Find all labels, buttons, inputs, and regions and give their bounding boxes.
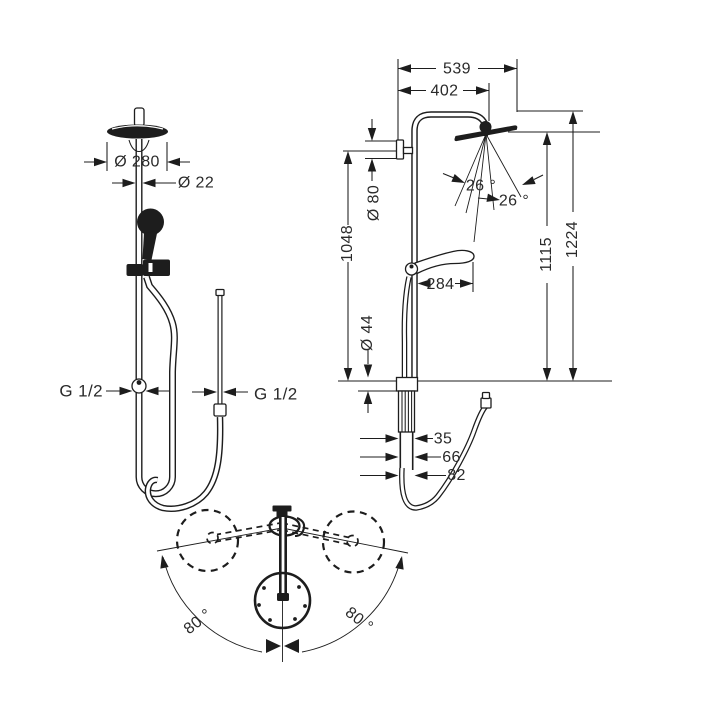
side-view: 539 402 Ø 80 1048 284 Ø 44 1115 1224 26 … <box>338 59 612 511</box>
plan-swivel-right-label: 80 ° <box>342 604 376 636</box>
front-overhead-shower <box>107 107 168 153</box>
side-rail-and-arm <box>411 111 488 378</box>
front-hand-shower <box>126 208 170 276</box>
dim-66-label: 66 <box>442 449 461 466</box>
dim-35-label: 35 <box>434 431 453 448</box>
dim-539-label: 539 <box>443 61 471 78</box>
front-handshower-head <box>137 208 164 236</box>
dim-1224-label: 1224 <box>564 221 581 258</box>
front-g-half-left-label: G 1/2 <box>59 382 103 401</box>
front-view: Ø 280 Ø 22 G 1/2 G 1/2 <box>59 107 298 512</box>
front-head-joint <box>128 139 150 153</box>
front-ceiling-stub <box>133 107 145 127</box>
side-hose-upper <box>401 276 412 377</box>
plan-view: 80 ° 80 ° <box>156 505 409 662</box>
dim-o80-label: Ø 80 <box>366 185 383 221</box>
side-hand-shower <box>404 249 475 276</box>
dim-front-g-half-right <box>192 387 248 397</box>
side-hose-lower <box>399 391 492 511</box>
side-dim-linework <box>338 59 612 480</box>
dim-o44-label: Ø 44 <box>359 315 376 351</box>
front-hose-nut <box>213 403 227 417</box>
dim-front-head-diameter <box>84 142 190 171</box>
front-holder-clamp <box>143 259 170 276</box>
side-wall-flange <box>395 139 414 160</box>
front-head-disc <box>107 124 168 139</box>
side-overhead-shower <box>454 121 518 142</box>
front-handshower-handle <box>142 231 158 260</box>
side-head-disc <box>454 125 518 142</box>
dim-82-label: 82 <box>447 467 466 484</box>
dim-tilt-26-label-1: 26 ° <box>466 178 496 195</box>
plan-section-marker <box>266 639 299 653</box>
side-hose-nut <box>480 397 492 409</box>
dim-tilt-26-label-2: 26 ° <box>499 193 529 210</box>
front-head-diameter-label: Ø 280 <box>114 154 160 171</box>
side-tilt-fan <box>442 133 544 243</box>
dim-1115-label: 1115 <box>538 237 555 272</box>
plan-dashed-positions <box>175 508 386 574</box>
dim-402-label: 402 <box>431 83 459 100</box>
front-holder-hook <box>126 264 144 276</box>
side-base-collar <box>395 376 419 433</box>
front-hose <box>135 275 227 512</box>
dim-front-pipe-diameter <box>112 178 176 188</box>
plan-swivel-left-label: 80 ° <box>181 606 215 638</box>
front-g-half-right-label: G 1/2 <box>254 385 298 404</box>
side-hose-end-cap <box>481 391 491 400</box>
front-pipe-diameter-label: Ø 22 <box>178 175 214 192</box>
plan-head-circle <box>253 571 312 630</box>
front-hose-end-cap <box>215 288 225 297</box>
dim-284-label: 284 <box>427 276 455 293</box>
dim-1048-label: 1048 <box>339 225 356 262</box>
plan-arm <box>268 505 306 601</box>
front-inlet-ball <box>131 378 147 394</box>
